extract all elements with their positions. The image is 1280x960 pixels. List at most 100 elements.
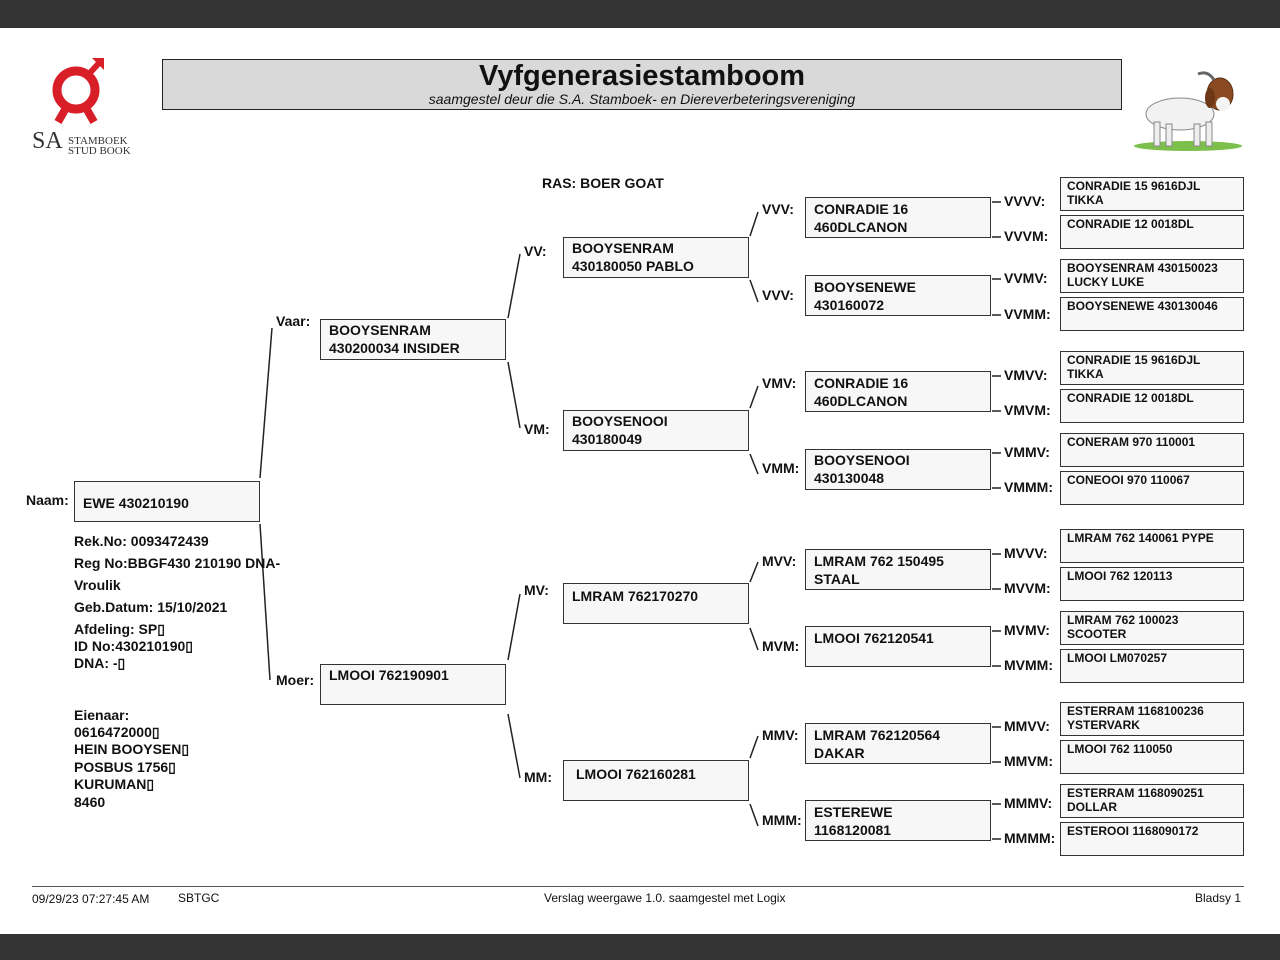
- footer-timestamp: 09/29/23 07:27:45 AM: [32, 892, 150, 906]
- vmmv-label: VMMV:: [1004, 444, 1050, 460]
- animal-name: EWE 430210190: [83, 495, 189, 511]
- mvv-line1: LMRAM 762 150495: [814, 553, 944, 569]
- mmvv-label: MMVV:: [1004, 718, 1050, 734]
- vmmv-line1: CONERAM 970 110001: [1067, 435, 1196, 449]
- vmvm-box: CONRADIE 12 0018DL: [1060, 389, 1244, 423]
- vmmv-box: CONERAM 970 110001: [1060, 433, 1244, 467]
- owner-label: Eienaar:: [74, 707, 130, 723]
- vvmm-box: BOOYSENEWE 430130046: [1060, 297, 1244, 331]
- page-title: Vyfgenerasiestamboom: [478, 60, 806, 92]
- owner-box: POSBUS 1756▯: [74, 759, 176, 775]
- footer-code: SBTGC: [178, 891, 220, 905]
- mmvm-label: MMVM:: [1004, 753, 1053, 769]
- footer-page: Bladsy 1: [1195, 891, 1242, 905]
- vvvv-label: VVVV:: [1004, 193, 1046, 209]
- mvvv-line1: LMRAM 762 140061 PYPE: [1067, 531, 1214, 545]
- vvmv-line1: BOOYSENRAM 430150023: [1067, 261, 1218, 275]
- mvmv-label: MVMV:: [1004, 622, 1050, 638]
- mvm-label: MVM:: [762, 638, 800, 654]
- vmvm-label: VMVM:: [1004, 402, 1051, 418]
- vvm-line2: 430160072: [814, 297, 885, 313]
- vmv-label: VMV:: [762, 375, 797, 391]
- vv-box: BOOYSENRAM 430180050 PABLO: [563, 237, 749, 278]
- mvmv-box: LMRAM 762 100023 SCOOTER: [1060, 611, 1244, 645]
- vmv-line1: CONRADIE 16: [814, 375, 909, 391]
- mvvv-label: MVVV:: [1004, 545, 1048, 561]
- mmm-box: ESTEREWE 1168120081: [805, 800, 991, 841]
- title-box: Vyfgenerasiestamboom saamgestel deur die…: [162, 59, 1122, 110]
- mmv-line1: LMRAM 762120564: [814, 727, 941, 743]
- mvm-box: LMOOI 762120541: [805, 626, 991, 667]
- vmm-box: BOOYSENOOI 430130048: [805, 449, 991, 490]
- mv-line1: LMRAM 762170270: [572, 588, 699, 604]
- viewer-top-bar: [0, 0, 1280, 28]
- mm-box: LMOOI 762160281: [563, 760, 749, 801]
- mv-label: MV:: [524, 582, 549, 598]
- vaar-line1: BOOYSENRAM: [329, 322, 431, 338]
- boer-goat-illustration: [1128, 66, 1244, 152]
- vm-label: VM:: [524, 421, 550, 437]
- mvmv-line2: SCOOTER: [1067, 627, 1127, 641]
- owner-code: 8460: [74, 794, 106, 810]
- mmmv-line2: DOLLAR: [1067, 800, 1117, 814]
- vmv-box: CONRADIE 16 460DLCANON: [805, 371, 991, 412]
- vmvv-box: CONRADIE 15 9616DJL TIKKA: [1060, 351, 1244, 385]
- vv-line2: 430180050 PABLO: [572, 258, 694, 274]
- owner-town: KURUMAN▯: [74, 776, 155, 792]
- mvvv-box: LMRAM 762 140061 PYPE: [1060, 529, 1244, 563]
- mmvv-line1: ESTERRAM 1168100236: [1067, 704, 1204, 718]
- logo-sa-text: SA: [32, 128, 63, 154]
- mvmm-label: MVMM:: [1004, 657, 1053, 673]
- vm-line2: 430180049: [572, 431, 643, 447]
- vaar-line2: 430200034 INSIDER: [329, 340, 460, 356]
- mmmm-line1: ESTEROOI 1168090172: [1067, 824, 1199, 838]
- vmvv-label: VMVV:: [1004, 367, 1048, 383]
- mmmv-label: MMMV:: [1004, 795, 1053, 811]
- mvv-label: MVV:: [762, 553, 797, 569]
- vm-box: BOOYSENOOI 430180049: [563, 410, 749, 451]
- vvm-line1: BOOYSENEWE: [814, 279, 916, 295]
- mvmm-line1: LMOOI LM070257: [1067, 651, 1168, 665]
- logo-stamboek-text: STAMBOEK: [68, 135, 128, 147]
- mmv-line2: DAKAR: [814, 745, 865, 761]
- mmvv-line2: YSTERVARK: [1067, 718, 1140, 732]
- vmvm-line1: CONRADIE 12 0018DL: [1067, 391, 1194, 405]
- owner-phone: 0616472000▯: [74, 724, 160, 740]
- vmm-label: VMM:: [762, 460, 800, 476]
- mmmv-box: ESTERRAM 1168090251 DOLLAR: [1060, 784, 1244, 818]
- vvvm-box: CONRADIE 12 0018DL: [1060, 215, 1244, 249]
- mvv-box: LMRAM 762 150495 STAAL: [805, 549, 991, 590]
- vv-line1: BOOYSENRAM: [572, 240, 674, 256]
- vvmv-label: VVMV:: [1004, 270, 1048, 286]
- id-no: ID No:430210190▯: [74, 638, 193, 654]
- mm-label: MM:: [524, 769, 552, 785]
- vm-line1: BOOYSENOOI: [572, 413, 668, 429]
- mm-line1: LMOOI 762160281: [576, 766, 696, 782]
- vvm-box: BOOYSENEWE 430160072: [805, 275, 991, 316]
- logo-symbol-icon: [52, 58, 104, 124]
- dna: DNA: -▯: [74, 655, 126, 671]
- vvv-line1: CONRADIE 16: [814, 201, 909, 217]
- viewer-bottom-bar: [0, 934, 1280, 960]
- vvvv-box: CONRADIE 15 9616DJL TIKKA: [1060, 177, 1244, 211]
- vmvv-line1: CONRADIE 15 9616DJL TIKKA: [1067, 353, 1201, 381]
- vvvv-line1: CONRADIE 15 9616DJL TIKKA: [1067, 179, 1201, 207]
- mv-box: LMRAM 762170270: [563, 583, 749, 624]
- mvmv-line1: LMRAM 762 100023: [1067, 613, 1179, 627]
- vvvm-line1: CONRADIE 12 0018DL: [1067, 217, 1194, 231]
- page-subtitle: saamgestel deur die S.A. Stamboek- en Di…: [428, 91, 856, 107]
- vvmv-line2: LUCKY LUKE: [1067, 275, 1145, 289]
- moer-box: LMOOI 762190901: [320, 664, 506, 705]
- vmmm-line1: CONEOOI 970 110067: [1067, 473, 1190, 487]
- mvm-line1: LMOOI 762120541: [814, 630, 934, 646]
- logo-studbook-text: STUD BOOK: [68, 145, 131, 157]
- afdeling: Afdeling: SP▯: [74, 621, 165, 637]
- vmm-line2: 430130048: [814, 470, 885, 486]
- footer-divider: [32, 886, 1244, 887]
- mvvm-label: MVVM:: [1004, 580, 1051, 596]
- vaar-label: Vaar:: [276, 313, 311, 329]
- footer-report: Verslag weergawe 1.0. saamgestel met Log…: [544, 891, 786, 905]
- vmmm-label: VMMM:: [1004, 479, 1053, 495]
- vaar-box: BOOYSENRAM 430200034 INSIDER: [320, 319, 506, 360]
- vvmv-box: BOOYSENRAM 430150023 LUCKY LUKE: [1060, 259, 1244, 293]
